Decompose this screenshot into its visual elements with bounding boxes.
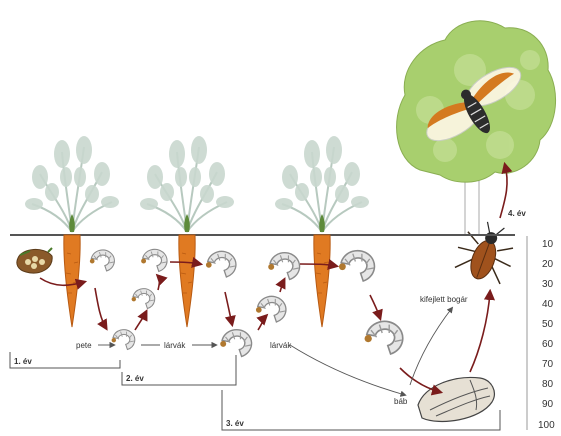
larva-8 (268, 253, 299, 280)
depth-label-40: 40 (542, 299, 554, 310)
year-label-3: 3. év (226, 419, 244, 428)
larva-1 (90, 250, 115, 271)
carrot-plant-1 (25, 136, 119, 327)
depth-label-20: 20 (542, 259, 554, 270)
pupa-icon (418, 377, 494, 421)
larva-2 (112, 330, 135, 350)
larva-6 (220, 330, 251, 357)
year-label-4: 4. év (508, 209, 526, 218)
depth-label-90: 90 (542, 399, 554, 410)
depth-label-70: 70 (542, 359, 554, 370)
carrot-plant-3 (275, 136, 369, 327)
label-egg: pete (76, 341, 92, 350)
depth-scale: 10 20 30 40 50 60 70 80 90 100 (527, 236, 555, 431)
larva-7 (256, 296, 286, 322)
depth-label-30: 30 (542, 279, 554, 290)
egg-cluster-icon (17, 248, 52, 273)
larva-10 (365, 321, 403, 354)
depth-label-10: 10 (542, 239, 554, 250)
larva-5 (206, 251, 236, 277)
label-pointers (98, 308, 452, 395)
adult-beetle-icon (450, 215, 522, 288)
label-larvae-2: lárvák (270, 341, 292, 350)
year-label-2: 2. év (126, 374, 144, 383)
depth-label-80: 80 (542, 379, 554, 390)
depth-label-50: 50 (542, 319, 554, 330)
label-larvae-1: lárvák (164, 341, 186, 350)
tree (397, 21, 556, 235)
larva-9 (339, 251, 374, 281)
larva-4 (132, 289, 155, 309)
label-adult-beetle: kifejlett bogár (420, 295, 468, 304)
year-label-1: 1. év (14, 357, 32, 366)
label-pupa: báb (394, 397, 408, 406)
larva-3 (141, 249, 167, 271)
depth-label-60: 60 (542, 339, 554, 350)
depth-label-100: 100 (538, 420, 555, 431)
